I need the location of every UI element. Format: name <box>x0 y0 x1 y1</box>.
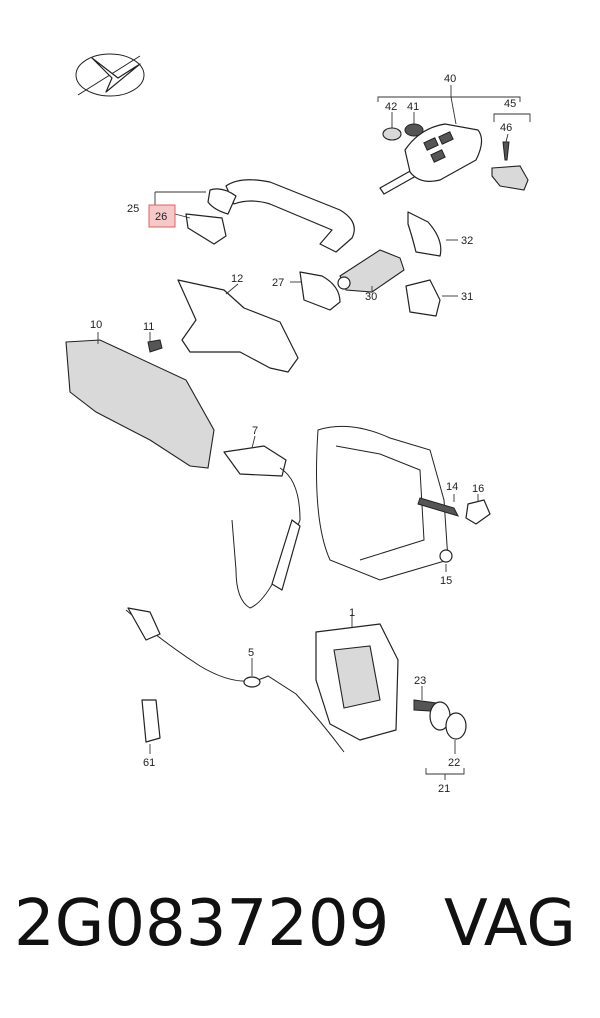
cable-5 <box>125 609 345 753</box>
callout-31: 31 <box>461 291 473 303</box>
battery-42 <box>382 127 402 141</box>
callout-40: 40 <box>444 73 456 85</box>
callout-61: 61 <box>143 757 155 769</box>
diagram-canvas: 40 42 41 45 46 25 26 32 12 27 30 31 10 1… <box>65 53 531 795</box>
callout-41: 41 <box>407 101 419 113</box>
callout-30: 30 <box>365 291 377 303</box>
door-frame <box>316 425 449 581</box>
bolt-14 <box>417 497 459 517</box>
remote-key <box>379 123 483 195</box>
key-blade-45 <box>491 165 529 191</box>
pin-61 <box>141 699 161 743</box>
callout-12: 12 <box>231 273 243 285</box>
brand-caption: VAG <box>444 887 576 961</box>
bracket-12 <box>177 279 299 373</box>
cap-32 <box>407 211 442 257</box>
cable-7 <box>223 445 301 609</box>
callout-22: 22 <box>448 757 460 769</box>
callout-46: 46 <box>500 122 512 134</box>
brand-logo-icon <box>75 53 145 97</box>
grommet <box>243 676 261 688</box>
cable-end <box>127 607 161 641</box>
callout-45: 45 <box>504 98 516 110</box>
callout-26: 26 <box>155 211 167 223</box>
screw-46 <box>502 141 510 161</box>
battery-41 <box>404 123 424 137</box>
callout-21: 21 <box>438 783 450 795</box>
part-number-caption: 2G0837209 <box>14 887 390 961</box>
leader-lines <box>97 85 531 780</box>
callout-27: 27 <box>272 277 284 289</box>
gasket-27 <box>299 271 341 311</box>
cap-16 <box>465 499 491 525</box>
callout-14: 14 <box>446 481 458 493</box>
callout-5: 5 <box>248 647 254 659</box>
callout-1: 1 <box>349 607 355 619</box>
striker-22 <box>445 712 467 740</box>
lock-cylinder-30 <box>337 249 405 293</box>
callout-23: 23 <box>414 675 426 687</box>
door-frame-inner <box>335 445 425 561</box>
door-lock-1 <box>315 623 399 741</box>
seal-26 <box>185 213 227 245</box>
callout-16: 16 <box>472 483 484 495</box>
handle-carrier-10 <box>65 339 215 469</box>
highlight-box-26 <box>148 204 176 228</box>
callout-32: 32 <box>461 235 473 247</box>
bolt-15 <box>439 549 453 563</box>
callout-10: 10 <box>90 319 102 331</box>
door-handle <box>207 179 355 253</box>
screw-11 <box>147 339 163 353</box>
callout-42: 42 <box>385 101 397 113</box>
callout-7: 7 <box>252 425 258 437</box>
callout-25: 25 <box>127 203 139 215</box>
cap-31 <box>405 279 441 317</box>
callout-11: 11 <box>143 321 154 333</box>
callout-15: 15 <box>440 575 452 587</box>
